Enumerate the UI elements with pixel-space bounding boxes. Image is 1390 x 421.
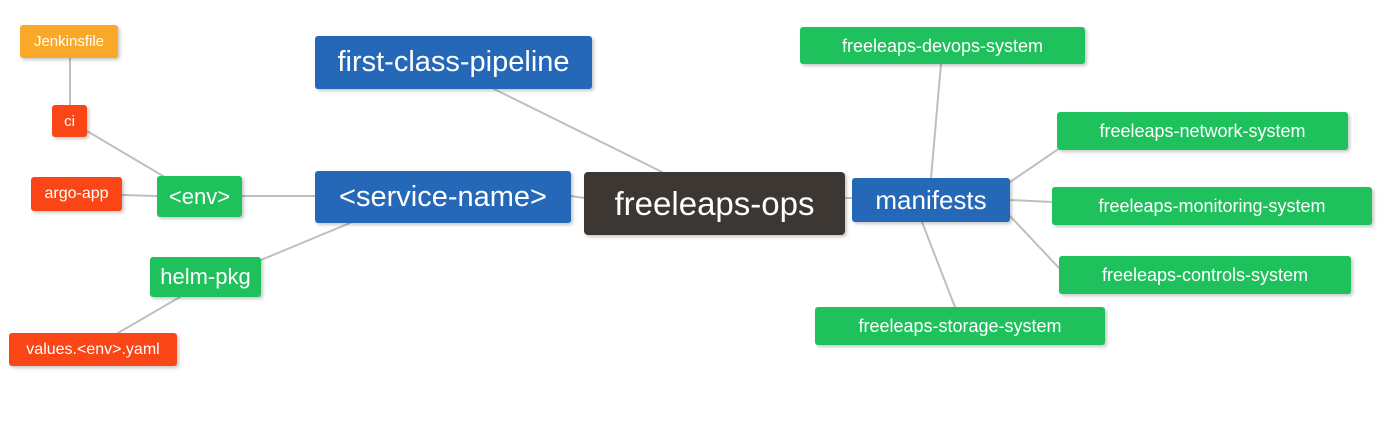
node-argo-app[interactable]: argo-app [31, 177, 122, 211]
node-values-yaml[interactable]: values.<env>.yaml [9, 333, 177, 366]
node-env[interactable]: <env> [157, 176, 242, 217]
edge-ci-to-env [86, 130, 164, 177]
edge-helm-pkg-to-values-yaml [117, 296, 181, 334]
node-storage[interactable]: freeleaps-storage-system [815, 307, 1105, 345]
edge-devops-to-manifests [930, 63, 942, 179]
node-devops[interactable]: freeleaps-devops-system [800, 27, 1085, 64]
node-monitoring[interactable]: freeleaps-monitoring-system [1052, 187, 1372, 225]
edge-first-class-pipeline-to-freeleaps-ops [493, 88, 663, 173]
edge-storage-to-manifests [921, 221, 956, 308]
node-service-name[interactable]: <service-name> [315, 171, 571, 223]
node-controls[interactable]: freeleaps-controls-system [1059, 256, 1351, 294]
node-first-class-pipeline[interactable]: first-class-pipeline [315, 36, 592, 89]
edge-service-name-to-helm-pkg [260, 222, 351, 261]
edge-service-name-to-freeleaps-ops [570, 195, 585, 199]
node-freeleaps-ops[interactable]: freeleaps-ops [584, 172, 845, 235]
node-network[interactable]: freeleaps-network-system [1057, 112, 1348, 150]
node-ci[interactable]: ci [52, 105, 87, 137]
edge-network-to-manifests [1009, 149, 1058, 183]
node-manifests[interactable]: manifests [852, 178, 1010, 222]
edge-argo-app-to-env [121, 194, 158, 197]
node-helm-pkg[interactable]: helm-pkg [150, 257, 261, 297]
edge-monitoring-to-manifests [1009, 199, 1053, 203]
node-jenkinsfile[interactable]: Jenkinsfile [20, 25, 118, 58]
